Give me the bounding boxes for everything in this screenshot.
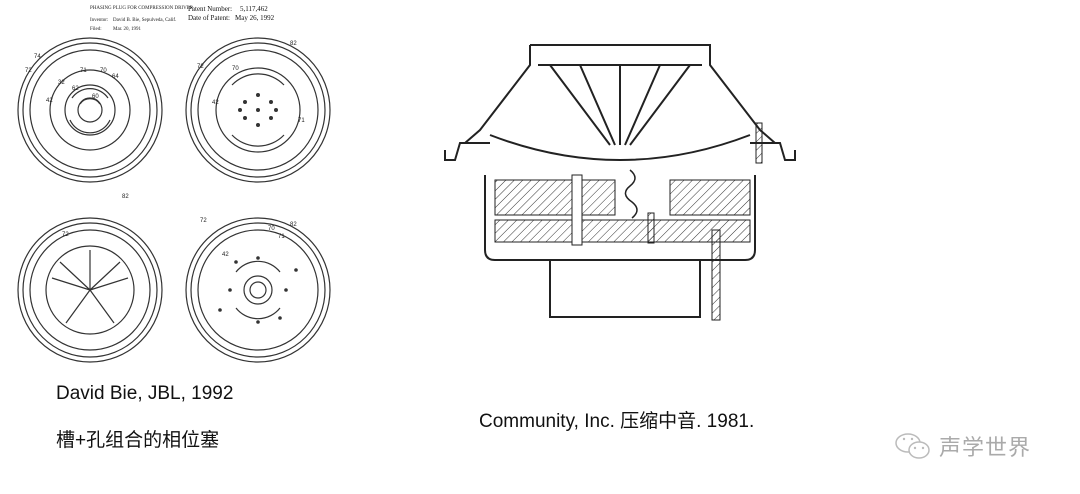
- figure-2: [185, 37, 331, 183]
- ref-label: 72: [197, 64, 204, 70]
- ref-label: 82: [290, 41, 297, 47]
- compression-driver-drawing: [444, 44, 796, 321]
- ref-label: 72: [200, 218, 207, 224]
- ref-label: 72: [62, 232, 69, 238]
- patent-title: PHASING PLUG FOR COMPRESSION DRIVER: [90, 6, 194, 11]
- patent-date-label: Date of Patent:: [188, 14, 230, 22]
- caption-left-line1: David Bie, JBL, 1992: [56, 383, 234, 404]
- caption-left-line2: 槽+孔组合的相位塞: [56, 430, 220, 451]
- patent-filed-label: Filed:: [90, 27, 102, 32]
- ref-label: 71: [278, 234, 285, 240]
- patent-number: 5,117,462: [240, 5, 268, 13]
- ref-label: 62: [72, 86, 79, 92]
- ref-label: 70: [100, 68, 107, 74]
- ref-label: 70: [232, 66, 239, 72]
- figure-3: [17, 217, 163, 363]
- patent-inventor: David B. Bie, Sepulveda, Calif.: [113, 18, 177, 23]
- ref-label: 60: [92, 94, 99, 100]
- ref-label: 72: [25, 68, 32, 74]
- wechat-icon: [895, 433, 930, 459]
- ref-label: 82: [290, 222, 297, 228]
- ref-label: 82: [122, 194, 129, 200]
- watermark-text: 声学世界: [939, 435, 1032, 460]
- patent-number-label: Patent Number:: [188, 5, 233, 13]
- watermark: 声学世界: [893, 430, 1031, 462]
- ref-label: 64: [112, 74, 119, 80]
- ref-label: 74: [34, 54, 41, 60]
- figure-1: [17, 37, 163, 183]
- ref-label: 42: [212, 100, 219, 106]
- caption-right: Community, Inc. 压缩中音. 1981.: [479, 411, 755, 432]
- patent-filed: Mar. 20, 1991: [113, 27, 142, 32]
- patent-inventor-label: Inventor:: [90, 18, 109, 23]
- phasing-plug-drawings: 74 72 32 62 42 70 64 71 60 82 72 70 42 7…: [17, 37, 331, 363]
- figure-4: [185, 217, 331, 363]
- ref-label: 71: [80, 68, 87, 74]
- patent-date: May 26, 1992: [235, 14, 275, 22]
- ref-label: 42: [46, 98, 53, 104]
- ref-label: 42: [222, 252, 229, 258]
- ref-label: 32: [58, 80, 65, 86]
- ref-label: 71: [298, 118, 305, 124]
- ref-label: 70: [268, 226, 275, 232]
